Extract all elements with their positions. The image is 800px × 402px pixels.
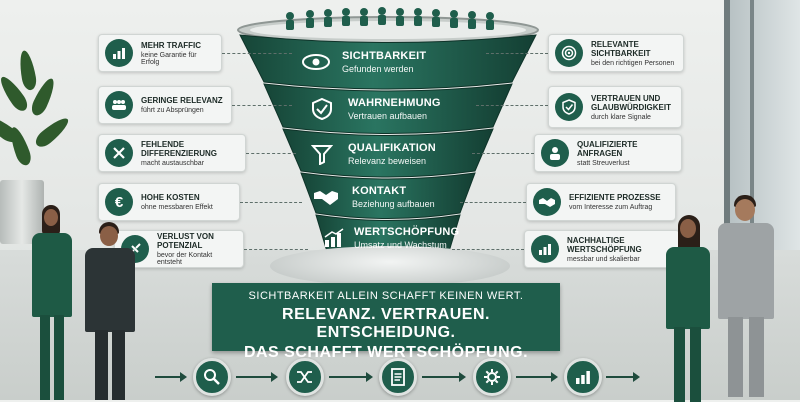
connector-line	[476, 105, 548, 106]
funnel-tier-qualifikation: QUALIFIKATION Relevanz beweisen	[306, 140, 436, 168]
funnel-tier-wertschoepfung: WERTSCHÖPFUNG Umsatz und Wachstum	[318, 224, 459, 252]
card-subtitle: bevor der Kontakt entsteht	[157, 252, 213, 266]
tier-title: QUALIFIKATION	[348, 142, 436, 154]
shield-check-icon	[306, 95, 338, 123]
banner-line-1: SICHTBARKEIT ALLEIN SCHAFFT KEINEN WERT.	[248, 290, 524, 302]
handshake-icon	[310, 183, 342, 211]
funnel-tier-wahrnehmung: WAHRNEHMUNG Vertrauen aufbauen	[306, 95, 441, 123]
tier-subtitle: Umsatz und Wachstum	[354, 240, 447, 250]
funnel-tier-sichtbarkeit: SICHTBARKEIT Gefunden werden	[300, 48, 426, 76]
card-subtitle: keine Garantie für Erfolg	[141, 51, 197, 66]
process-arrow	[516, 372, 558, 382]
filter-icon	[306, 140, 338, 168]
connector-line	[452, 249, 524, 250]
shuffle-icon	[286, 358, 324, 396]
slogan-banner: SICHTBARKEIT ALLEIN SCHAFFT KEINEN WERT.…	[212, 283, 560, 361]
people-icon	[105, 91, 133, 119]
eye-icon	[300, 48, 332, 76]
card-title: MEHR TRAFFIC	[141, 40, 201, 50]
bar-chart-icon	[564, 358, 602, 396]
card-subtitle: messbar und skalierbar	[567, 255, 640, 263]
process-arrow	[422, 372, 466, 382]
card-title: QUALIFIZIERTE ANFRAGEN	[577, 139, 638, 158]
card-subtitle: ohne messbaren Effekt	[141, 204, 213, 211]
target-icon	[555, 39, 583, 67]
tier-title: SICHTBARKEIT	[342, 50, 427, 62]
connector-line	[240, 202, 302, 203]
card-title: HOHE KOSTEN	[141, 193, 200, 202]
card-title: NACHHALTIGE WERTSCHÖPFUNG	[567, 235, 642, 254]
connector-line	[486, 53, 548, 54]
banner-line-2: RELEVANZ. VERTRAUEN. ENTSCHEIDUNG.	[282, 306, 490, 341]
bar-chart-icon	[105, 39, 133, 67]
tier-subtitle: Beziehung aufbauen	[352, 199, 435, 209]
left-card-geringe-relevanz: GERINGE RELEVANZ führt zu Absprüngen	[98, 86, 232, 124]
process-arrow	[606, 372, 640, 382]
connector-line	[246, 153, 296, 154]
growth-chart-icon	[318, 224, 350, 252]
cross-icon	[105, 139, 133, 167]
card-title: VERTRAUEN UND GLAUBWÜRDIGKEIT	[591, 93, 671, 112]
shield-check-icon	[555, 93, 583, 121]
gear-icon	[473, 358, 511, 396]
card-subtitle: vom Interesse zum Auftrag	[569, 204, 653, 211]
banner-line-3: DAS SCHAFFT WERTSCHÖPFUNG.	[243, 344, 529, 361]
tier-title: WAHRNEHMUNG	[348, 97, 441, 109]
search-icon	[193, 358, 231, 396]
tier-subtitle: Relevanz beweisen	[348, 156, 427, 166]
person-icon	[541, 139, 569, 167]
card-subtitle: bei den richtigen Personen	[591, 59, 675, 67]
tier-subtitle: Vertrauen aufbauen	[348, 111, 428, 121]
right-card-effiziente-prozesse: EFFIZIENTE PROZESSE vom Interesse zum Auf…	[526, 183, 676, 221]
card-subtitle: führt zu Absprüngen	[141, 107, 204, 114]
euro-icon: €	[105, 188, 133, 216]
card-title: EFFIZIENTE PROZESSE	[569, 193, 661, 202]
card-title: VERLUST VON POTENZIAL	[157, 232, 214, 250]
card-title: RELEVANTE SICHTBARKEIT	[591, 39, 651, 58]
tier-subtitle: Gefunden werden	[342, 64, 414, 74]
funnel-tier-kontakt: KONTAKT Beziehung aufbauen	[310, 183, 435, 211]
process-arrow	[155, 372, 187, 382]
handshake-icon	[533, 188, 561, 216]
connector-line	[244, 249, 308, 250]
connector-line	[232, 105, 292, 106]
pedestal	[270, 246, 510, 286]
connector-line	[222, 53, 292, 54]
rim-people-icons	[286, 7, 494, 30]
left-card-hohe-kosten: € HOHE KOSTEN ohne messbaren Effekt	[98, 183, 240, 221]
connector-line	[472, 153, 534, 154]
card-title: GERINGE RELEVANZ	[141, 96, 223, 105]
card-subtitle: macht austauschbar	[141, 159, 205, 167]
tier-title: WERTSCHÖPFUNG	[354, 226, 460, 238]
card-subtitle: durch klare Signale	[591, 113, 651, 121]
card-title: FEHLENDE DIFFERENZIERUNG	[141, 139, 217, 158]
connector-line	[460, 202, 526, 203]
tier-title: KONTAKT	[352, 185, 407, 197]
card-subtitle: statt Streuverlust	[577, 159, 630, 167]
process-arrow	[236, 372, 278, 382]
growth-chart-icon	[531, 235, 559, 263]
process-arrow	[329, 372, 373, 382]
document-icon	[379, 358, 417, 396]
